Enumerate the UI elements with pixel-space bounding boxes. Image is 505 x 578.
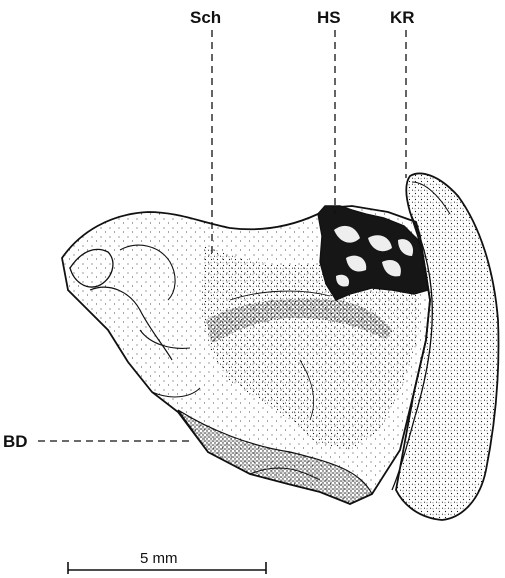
label-bd: BD bbox=[3, 432, 28, 451]
scale-bar: 5 mm bbox=[68, 550, 266, 574]
label-kr: KR bbox=[390, 8, 415, 27]
label-hs: HS bbox=[317, 8, 341, 27]
label-sch: Sch bbox=[190, 8, 221, 27]
scale-bar-label: 5 mm bbox=[140, 550, 178, 567]
